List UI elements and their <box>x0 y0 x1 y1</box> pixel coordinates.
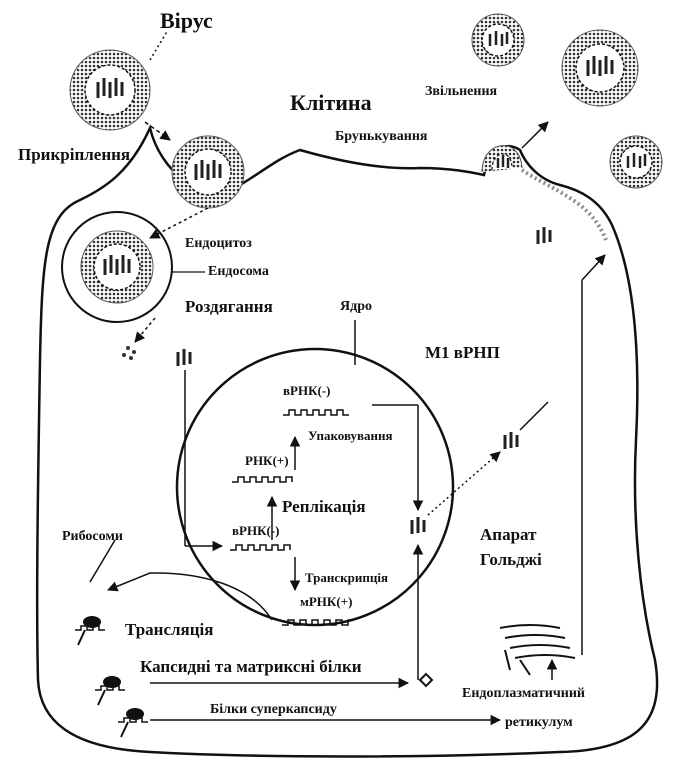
label-uncoating: Роздягання <box>185 297 273 316</box>
endosome <box>62 212 172 322</box>
label-replication: Реплікація <box>282 497 366 516</box>
ribosome-2 <box>95 676 125 705</box>
label-capsid-proteins: Капсидні та матриксні білки <box>140 657 362 676</box>
virus-released-3 <box>610 136 662 188</box>
ribosome-3 <box>118 708 148 737</box>
virus-released-2 <box>562 30 638 106</box>
virus-released-1 <box>472 14 524 66</box>
label-endosome: Ендосома <box>208 264 269 279</box>
label-endocytosis: Ендоцитоз <box>185 236 252 251</box>
label-er-2: ретикулум <box>505 715 573 730</box>
label-surface-proteins: Білки суперкапсиду <box>210 702 337 717</box>
label-packaging: Упаковування <box>308 428 393 443</box>
label-cell: Клітина <box>290 90 372 115</box>
label-vrna-top: вРНК(-) <box>283 383 331 398</box>
label-release: Звільнення <box>425 84 498 99</box>
label-budding: Брунькування <box>335 129 428 144</box>
label-m1-vrnp: М1 вРНП <box>425 343 500 362</box>
label-virus: Вірус <box>160 8 213 33</box>
protein-cluster <box>420 674 432 686</box>
label-translation: Трансляція <box>125 620 213 639</box>
label-golgi-1: Апарат <box>480 525 537 544</box>
uncoating-fragments <box>122 346 136 360</box>
label-transcription: Транскрипція <box>305 570 388 585</box>
label-nucleus: Ядро <box>340 299 372 314</box>
label-er-1: Ендоплазматичний <box>462 686 585 701</box>
label-vrna-mid: вРНК(-) <box>232 523 280 538</box>
er-fragment <box>505 650 530 675</box>
label-ribosome: Рибосоми <box>62 529 123 544</box>
virus-particle-top <box>70 50 150 130</box>
label-crna: РНК(+) <box>245 453 289 468</box>
label-golgi-2: Гольджі <box>480 550 542 569</box>
virus-particle-attaching <box>172 136 244 208</box>
ribosome-1 <box>75 616 105 645</box>
virus-budding <box>482 146 606 240</box>
golgi-apparatus <box>500 625 575 658</box>
label-attachment: Прикріплення <box>18 145 130 164</box>
label-mrna: мРНК(+) <box>300 594 352 609</box>
